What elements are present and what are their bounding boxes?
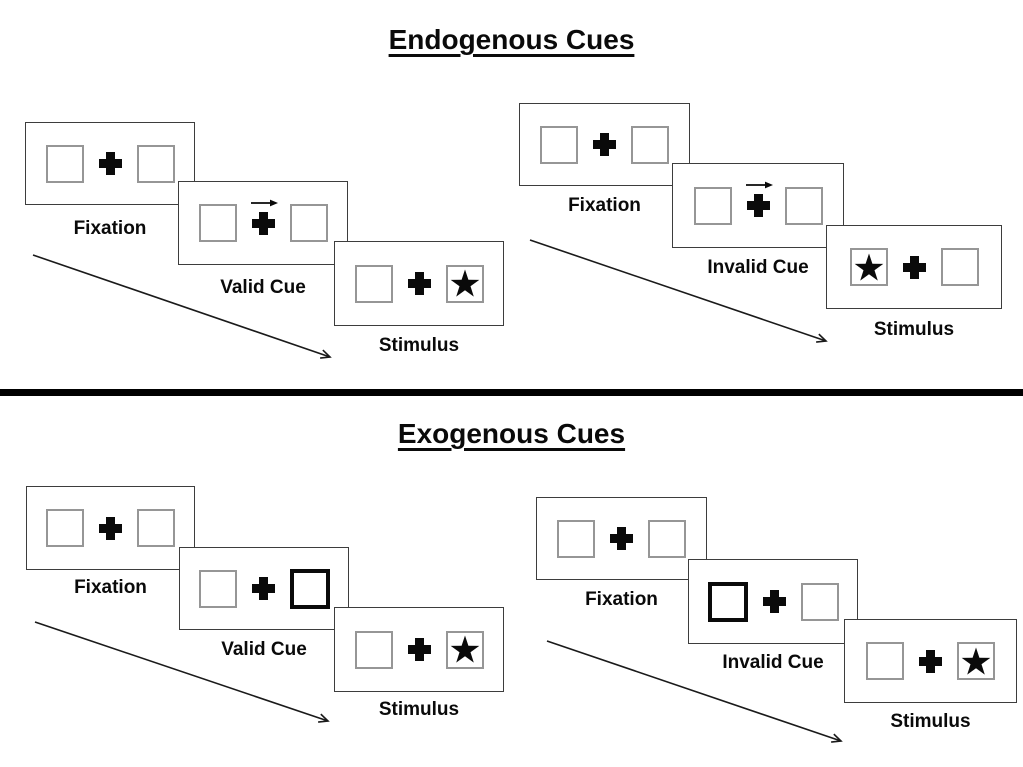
endogenous-section-title: Endogenous Cues xyxy=(388,24,635,55)
right-arrow-cue-icon xyxy=(745,181,773,189)
right-placeholder-box xyxy=(940,248,979,286)
star-icon xyxy=(450,635,479,663)
right-placeholder-box xyxy=(137,509,175,547)
section-divider-line xyxy=(0,389,1023,396)
fixation-cross-icon xyxy=(610,527,633,550)
fixation-cross-icon xyxy=(919,649,942,673)
left-placeholder-box xyxy=(45,144,84,183)
right-placeholder-box xyxy=(784,186,823,225)
fixation-cross-icon xyxy=(407,638,431,661)
star-target-box xyxy=(957,642,995,680)
endogenous-invalid-fixation-panel xyxy=(519,103,690,186)
right-placeholder-box xyxy=(136,144,175,183)
exogenous-valid-fixation-panel xyxy=(26,486,195,570)
left-placeholder-box xyxy=(198,569,237,608)
fixation-cross-icon xyxy=(251,577,275,600)
endogenous-invalid-stimulus-panel xyxy=(826,225,1002,309)
exogenous-valid-cue-panel xyxy=(179,547,349,630)
stimulus-label: Stimulus xyxy=(890,711,971,732)
invalid-cue-label: Invalid Cue xyxy=(722,652,824,673)
right-arrow-cue-icon xyxy=(250,199,278,206)
left-placeholder-box xyxy=(354,264,393,303)
fixation-cross-icon xyxy=(902,255,926,279)
fixation-cross-icon xyxy=(250,199,278,235)
star-icon xyxy=(450,269,479,297)
left-placeholder-box xyxy=(693,186,732,225)
exogenous-section-title: Exogenous Cues xyxy=(397,418,626,449)
star-target-box xyxy=(445,630,484,669)
exogenous-invalid-cue-panel xyxy=(688,559,858,644)
stimulus-label: Stimulus xyxy=(378,699,460,720)
highlighted-cue-box xyxy=(707,581,748,622)
fixation-cross-icon xyxy=(407,272,431,295)
endogenous-valid-fixation-panel xyxy=(25,122,195,205)
exogenous-invalid-stimulus-panel xyxy=(844,619,1017,703)
exogenous-invalid-fixation-panel xyxy=(536,497,707,580)
endogenous-valid-cue-panel xyxy=(178,181,348,265)
star-icon xyxy=(854,253,883,281)
highlighted-cue-box xyxy=(289,568,330,609)
left-placeholder-box xyxy=(198,204,237,242)
exogenous-valid-stimulus-panel xyxy=(334,607,504,692)
left-placeholder-box xyxy=(354,630,393,669)
exogenous-valid-timeline-arrow xyxy=(34,621,330,723)
fixation-cross-icon xyxy=(99,516,122,540)
fixation-cross-icon xyxy=(745,181,773,217)
endogenous-valid-stimulus-panel xyxy=(334,241,504,326)
right-placeholder-box xyxy=(289,204,328,242)
fixation-label: Fixation xyxy=(73,218,147,239)
right-placeholder-box xyxy=(631,125,669,164)
fixation-label: Fixation xyxy=(74,577,147,598)
fixation-label: Fixation xyxy=(568,195,641,216)
fixation-cross-icon xyxy=(593,133,616,156)
invalid-cue-label: Invalid Cue xyxy=(707,257,809,278)
stimulus-label: Stimulus xyxy=(873,319,955,340)
endogenous-invalid-cue-panel xyxy=(672,163,844,248)
left-placeholder-box xyxy=(557,519,595,558)
star-target-box xyxy=(849,248,888,286)
star-target-box xyxy=(445,264,484,303)
left-placeholder-box xyxy=(866,642,904,680)
fixation-cross-icon xyxy=(762,590,786,613)
star-icon xyxy=(961,647,991,675)
stimulus-label: Stimulus xyxy=(378,335,460,356)
valid-cue-label: Valid Cue xyxy=(221,639,307,660)
fixation-label: Fixation xyxy=(585,589,658,610)
right-placeholder-box xyxy=(648,519,686,558)
endogenous-invalid-timeline-arrow xyxy=(529,239,828,343)
valid-cue-label: Valid Cue xyxy=(220,277,306,298)
left-placeholder-box xyxy=(46,509,84,547)
fixation-cross-icon xyxy=(98,152,122,175)
left-placeholder-box xyxy=(540,125,578,164)
right-placeholder-box xyxy=(800,582,839,621)
endogenous-valid-timeline-arrow xyxy=(32,254,332,359)
